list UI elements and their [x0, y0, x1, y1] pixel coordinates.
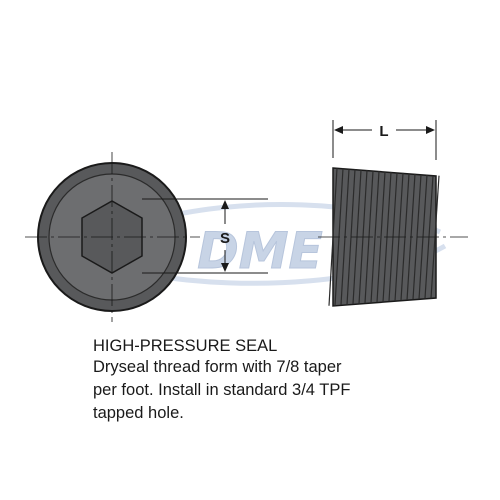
description-line-2: per foot. Install in standard 3/4 TPF [93, 381, 351, 399]
length-dimension: L [332, 120, 437, 160]
thread-line [370, 170, 380, 304]
watermark-logo: DME [144, 202, 447, 286]
socket-dim-label: S [220, 230, 230, 247]
plug-end-view [25, 152, 200, 322]
description-heading: HIGH-PRESSURE SEAL [93, 337, 278, 355]
thread-line [376, 171, 386, 303]
description-line-3: tapped hole. [93, 404, 184, 422]
socket-dimension: S [142, 198, 268, 274]
watermark-text: DME [197, 222, 322, 280]
plug-side-view [318, 167, 468, 307]
length-dim-label: L [379, 123, 388, 140]
description-line-1: Dryseal thread form with 7/8 taper [93, 358, 342, 376]
